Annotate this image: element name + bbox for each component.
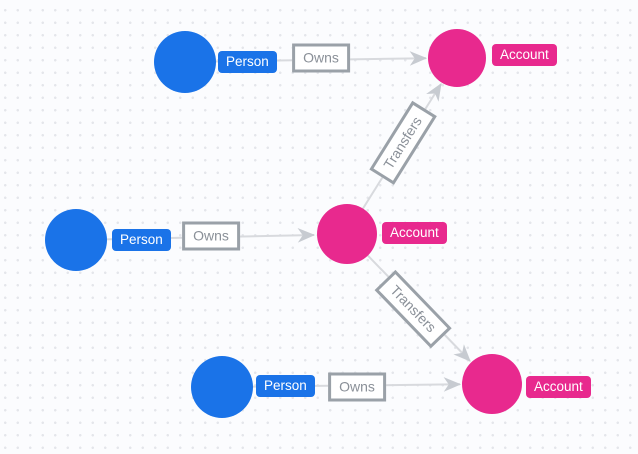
person-node-label[interactable]: Person bbox=[218, 51, 277, 73]
account-node[interactable] bbox=[462, 354, 522, 414]
person-node[interactable] bbox=[45, 209, 107, 271]
relationship-label-owns[interactable]: Owns bbox=[182, 221, 240, 251]
person-node[interactable] bbox=[191, 356, 253, 418]
account-node-label[interactable]: Account bbox=[526, 376, 591, 398]
account-node-label[interactable]: Account bbox=[382, 222, 447, 244]
account-node-label[interactable]: Account bbox=[492, 44, 557, 66]
person-node[interactable] bbox=[154, 31, 216, 93]
relationship-label-owns[interactable]: Owns bbox=[292, 43, 350, 73]
relationship-label-owns[interactable]: Owns bbox=[328, 372, 386, 402]
person-node-label[interactable]: Person bbox=[256, 375, 315, 397]
account-node[interactable] bbox=[317, 204, 377, 264]
account-node[interactable] bbox=[428, 29, 486, 87]
person-node-label[interactable]: Person bbox=[112, 229, 171, 251]
